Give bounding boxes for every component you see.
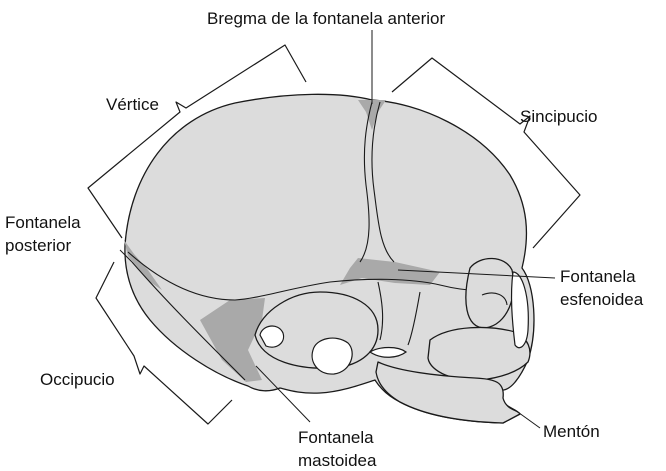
label-fontanela-mastoidea-1: Fontanela: [298, 428, 374, 447]
label-fontanela-posterior-1: Fontanela: [5, 213, 81, 232]
label-vertice: Vértice: [106, 95, 159, 114]
label-sincipucio: Sincipucio: [520, 107, 598, 126]
label-fontanela-posterior-2: posterior: [5, 236, 71, 255]
label-menton: Mentón: [543, 422, 600, 441]
label-fontanela-esfenoidea-1: Fontanela: [560, 267, 636, 286]
label-bregma: Bregma de la fontanela anterior: [207, 9, 445, 28]
menton-leader: [515, 410, 540, 428]
label-fontanela-mastoidea-2: mastoidea: [298, 451, 377, 470]
label-occipucio: Occipucio: [40, 370, 115, 389]
skull-illustration: [124, 94, 534, 423]
ear-opening: [312, 338, 352, 374]
label-fontanela-esfenoidea-2: esfenoidea: [560, 290, 644, 309]
